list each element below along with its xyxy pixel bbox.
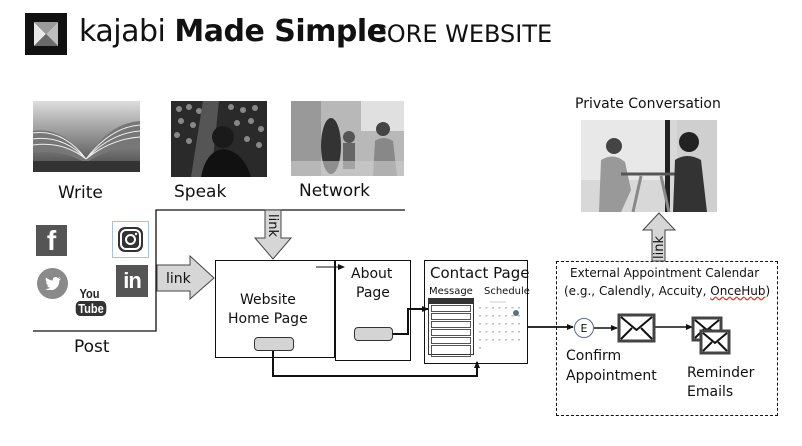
- about-to-contact-arrow: [393, 306, 429, 335]
- calendar-day-cell: [511, 307, 514, 309]
- reminder-label-2: Emails: [687, 384, 734, 400]
- calendar-day-cell: [505, 331, 507, 333]
- open-book-photo: [33, 101, 140, 172]
- write-label: Write: [58, 183, 103, 203]
- event-marker: E: [574, 318, 594, 338]
- about-page-label-1: About: [351, 266, 393, 282]
- about-page-box: [335, 260, 411, 361]
- page-subtitle: CORE WEBSITE: [370, 20, 553, 48]
- calendar-day-cell: [485, 339, 488, 341]
- calendar-day-cell: [479, 339, 481, 341]
- calendar-day-cell: [511, 323, 514, 325]
- calendar-day-cell: [485, 323, 488, 325]
- calendar-day-cell: [505, 323, 507, 325]
- calendar-day-cell: [505, 307, 507, 309]
- schedule-calendar-thumbnail: [476, 298, 526, 356]
- calendar-day-cell: [492, 339, 494, 341]
- private-link-label: link: [652, 236, 667, 259]
- linkedin-icon: in: [116, 265, 148, 297]
- calendar-day-cell: [511, 315, 514, 317]
- calendar-day-cell: [498, 331, 501, 333]
- calendar-day-cell: [492, 331, 494, 333]
- calendar-day-cell: [498, 323, 501, 325]
- calendar-day-cell: [518, 339, 520, 341]
- calendar-examples-close: ): [765, 284, 771, 298]
- message-form-thumbnail: [428, 298, 474, 357]
- calendar-day-cell: [498, 339, 501, 341]
- calendar-day-cell: [485, 315, 488, 317]
- calendar-day-cell: [479, 331, 481, 333]
- calendar-day-cell: [511, 339, 514, 341]
- calendar-day-cell: [518, 331, 520, 333]
- home-to-contact-arrow: [272, 351, 480, 377]
- post-bracket-line: [33, 209, 405, 332]
- calendar-day-cell: [511, 331, 514, 333]
- youtube-bottom-text: Tube: [75, 301, 107, 316]
- brand-name: kajabi: [79, 14, 166, 49]
- confirm-email-icon: [617, 313, 656, 343]
- reminder-label-1: Reminder: [687, 365, 755, 381]
- schedule-label: Schedule: [484, 286, 530, 297]
- post-link-label: link: [166, 271, 191, 287]
- calendar-day-cell: [505, 339, 507, 341]
- calendar-examples: (e.g., Calendly, Accuity,: [564, 284, 711, 298]
- about-page-button[interactable]: [354, 327, 393, 341]
- facebook-icon: f: [36, 225, 67, 256]
- calendar-day-cell: [479, 315, 481, 317]
- calendar-day-cell: [518, 315, 520, 317]
- post-link-arrow: [156, 254, 215, 301]
- calendar-day-cell: [479, 323, 481, 325]
- calendar-title-line2: (e.g., Calendly, Accuity, OnceHub): [564, 284, 770, 298]
- speak-label: Speak: [174, 182, 227, 202]
- brand-tagline: Made Simple: [174, 14, 387, 49]
- calendar-day-cell: [505, 315, 507, 317]
- calendar-day-cell: [492, 307, 494, 309]
- confirm-label-1: Confirm: [566, 348, 622, 364]
- audience-speaker-photo: [171, 101, 267, 177]
- home-page-label-1: Website: [240, 292, 296, 308]
- networking-people-photo: [291, 101, 404, 176]
- external-calendar-region: [556, 261, 778, 416]
- calendar-day-cell: [492, 323, 494, 325]
- kajabi-logo-icon: [25, 13, 67, 55]
- calendar-day-cell: [479, 347, 481, 349]
- private-link-arrow: [641, 212, 677, 262]
- calendar-day-cell: [479, 307, 481, 309]
- calendar-day-cell: [518, 323, 520, 325]
- about-page-label-2: Page: [356, 285, 390, 301]
- oncehub-text: OnceHub: [710, 284, 766, 298]
- home-page-button[interactable]: [254, 337, 294, 351]
- brand-title: kajabi Made Simple: [79, 14, 387, 49]
- calendar-day-cell: [485, 331, 488, 333]
- twitter-icon: [37, 268, 68, 299]
- calendar-title-line1: External Appointment Calendar: [570, 266, 760, 280]
- two-people-conversation-photo: [581, 120, 717, 212]
- calendar-day-cell: [498, 315, 501, 317]
- confirm-label-2: Appointment: [566, 368, 657, 384]
- youtube-top-text: You: [79, 286, 100, 301]
- calendar-day-cell: [492, 315, 494, 317]
- private-conversation-label: Private Conversation: [575, 96, 721, 112]
- message-label: Message: [429, 286, 473, 297]
- instagram-icon: [112, 221, 149, 258]
- calendar-day-cell: [485, 307, 488, 309]
- network-label: Network: [299, 181, 370, 201]
- home-page-label-2: Home Page: [228, 311, 308, 327]
- calendar-day-cell: [498, 307, 501, 309]
- reminder-email-icon-2: [699, 329, 731, 355]
- top-link-label: link: [265, 214, 280, 237]
- top-link-arrow: [253, 209, 293, 260]
- youtube-icon: You Tube: [73, 286, 107, 321]
- post-label: Post: [74, 337, 110, 357]
- contact-page-title: Contact Page: [430, 264, 530, 282]
- calendar-day-cell: [518, 307, 520, 309]
